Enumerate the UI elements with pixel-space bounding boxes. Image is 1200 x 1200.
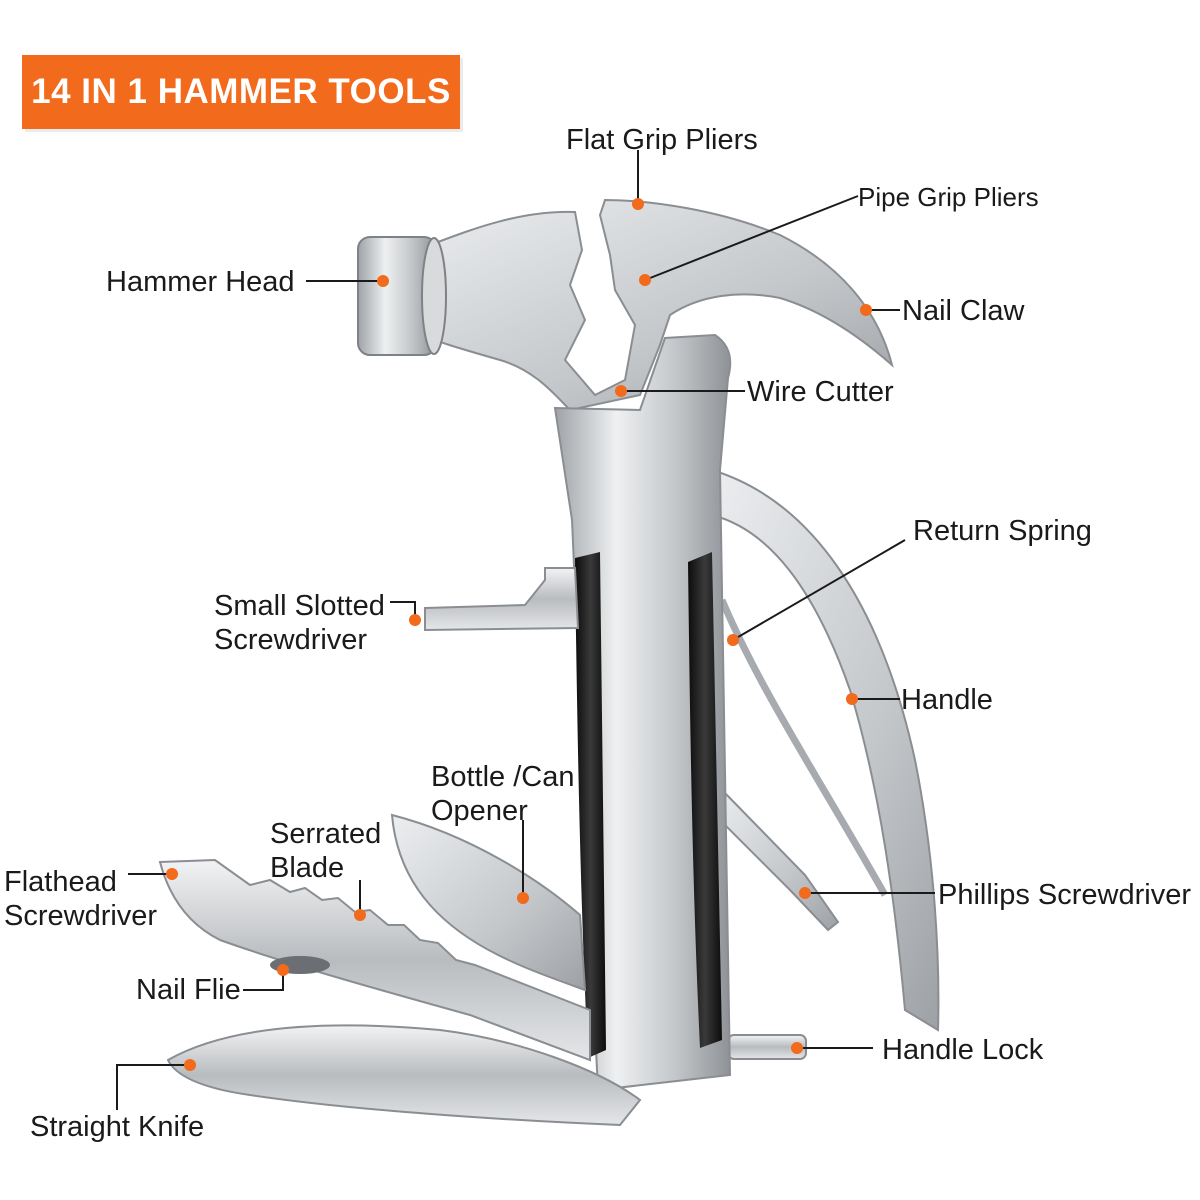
dot-small-slotted-screwdriver xyxy=(409,614,421,626)
phillips-screwdriver-shape xyxy=(713,788,840,932)
dot-straight-knife xyxy=(184,1059,196,1071)
label-hammer-head: Hammer Head xyxy=(106,266,295,298)
dot-handle xyxy=(846,693,858,705)
dot-flathead-screwdriver xyxy=(166,868,178,880)
leader-return-spring xyxy=(732,539,906,641)
left-grip xyxy=(575,552,606,1058)
label-handle: Handle xyxy=(901,684,993,716)
dot-handle-lock xyxy=(791,1042,803,1054)
bottle-opener-shape xyxy=(390,813,587,992)
dot-nail-flie xyxy=(277,964,289,976)
label-serrated-blade-line2: Blade xyxy=(270,852,345,884)
dot-wire-cutter xyxy=(615,385,627,397)
dot-hammer-head xyxy=(377,275,389,287)
label-flathead-screwdriver-line2: Screwdriver xyxy=(4,900,158,932)
right-grip xyxy=(688,552,722,1048)
label-handle-lock: Handle Lock xyxy=(882,1034,1044,1066)
label-nail-flie: Nail Flie xyxy=(136,974,241,1006)
page-title: 14 IN 1 HAMMER TOOLS xyxy=(31,72,451,111)
handle-arm xyxy=(711,468,940,1032)
label-return-spring: Return Spring xyxy=(913,515,1092,547)
label-small-slotted-screwdriver-line2: Screwdriver xyxy=(214,624,368,656)
dot-return-spring xyxy=(727,634,739,646)
straight-knife-shape xyxy=(166,1024,642,1127)
return-spring-shape xyxy=(718,598,889,897)
leader-pipe-grip-pliers xyxy=(644,195,859,281)
label-nail-claw: Nail Claw xyxy=(902,295,1025,327)
label-serrated-blade-line1: Serrated xyxy=(270,818,382,850)
label-straight-knife: Straight Knife xyxy=(30,1111,205,1143)
label-bottle-can-opener-line1: Bottle /Can xyxy=(431,761,575,793)
hammer-jaw-shape xyxy=(408,198,894,412)
leader-straight-knife xyxy=(116,1064,190,1110)
label-pipe-grip-pliers: Pipe Grip Pliers xyxy=(858,182,1039,212)
label-flathead-screwdriver-line1: Flathead xyxy=(4,866,117,898)
label-phillips-screwdriver: Phillips Screwdriver xyxy=(938,879,1192,911)
small-slotted-screwdriver-shape xyxy=(424,567,580,632)
dot-nail-claw xyxy=(860,304,872,316)
hammer-face xyxy=(421,237,447,355)
label-small-slotted-screwdriver-line1: Small Slotted xyxy=(214,590,385,622)
dot-pipe-grip-pliers xyxy=(639,274,651,286)
label-bottle-can-opener-line2: Opener xyxy=(431,795,528,827)
dot-bottle-can-opener xyxy=(517,892,529,904)
leader-nail-flie xyxy=(243,970,284,991)
title-badge: 14 IN 1 HAMMER TOOLS xyxy=(22,55,460,129)
dot-phillips-screwdriver xyxy=(799,887,811,899)
label-wire-cutter: Wire Cutter xyxy=(747,376,894,408)
callout-dots xyxy=(166,198,872,1071)
label-flat-grip-pliers: Flat Grip Pliers xyxy=(566,124,758,156)
dot-flat-grip-pliers xyxy=(632,198,644,210)
dot-serrated-blade xyxy=(354,909,366,921)
